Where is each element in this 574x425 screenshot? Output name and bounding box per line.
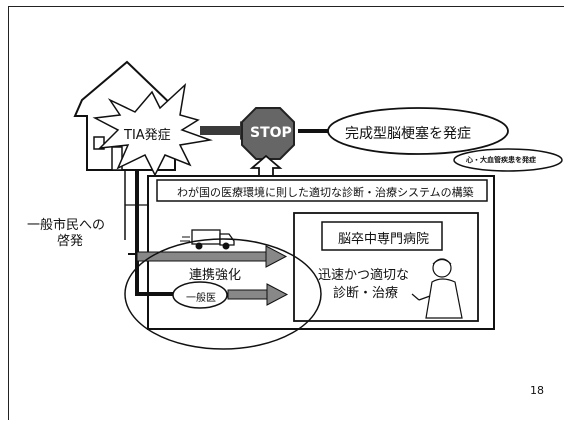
- stop-sign-icon: [241, 107, 295, 160]
- collab-label: 連携強化: [189, 268, 242, 283]
- gp-pill: [172, 281, 228, 309]
- tia-burst-icon: [92, 82, 213, 177]
- gp-arrow: [227, 289, 269, 300]
- rapid-care-line1: 迅速かつ適切な: [318, 268, 410, 283]
- public-awareness-line2: 啓発: [57, 234, 84, 249]
- system-banner-label: わが国の医療環境に則した適切な診断・治療システムの構築: [177, 186, 474, 199]
- stop-label: STOP: [250, 125, 292, 141]
- arrow-to-stop: [200, 126, 240, 135]
- doctor-icon: [411, 258, 463, 319]
- complete-stroke-ellipse: [327, 107, 509, 155]
- heart-disease-ellipse: [453, 148, 563, 172]
- page-number: 18: [530, 384, 544, 397]
- heart-disease-label: 心・大血管疾患を発症: [466, 156, 536, 164]
- gp-label: 一般医: [186, 293, 216, 304]
- up-arrow-icon: [249, 154, 283, 177]
- hospital-label-box: [321, 221, 443, 251]
- public-awareness-line1: 一般市民への: [27, 218, 106, 233]
- hospital-label: 脳卒中専門病院: [338, 232, 430, 247]
- tia-label: TIA発症: [124, 128, 171, 143]
- rapid-care-line2: 診断・治療: [333, 286, 399, 301]
- system-banner: [156, 179, 488, 202]
- collab-ellipse: [124, 238, 322, 350]
- complete-stroke-label: 完成型脳梗塞を発症: [345, 126, 471, 142]
- slide-frame: [8, 6, 564, 420]
